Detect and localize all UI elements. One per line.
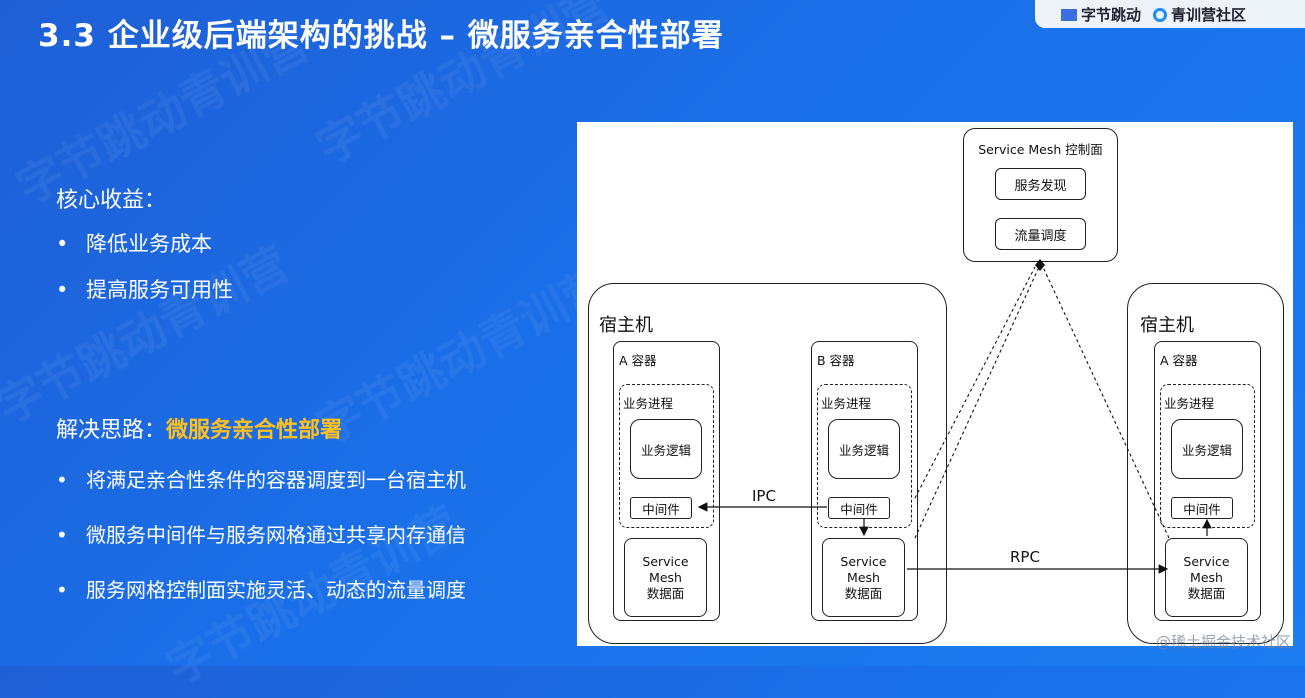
host-label: 宿主机	[1140, 315, 1194, 336]
benefit-item: • 提高服务可用性	[56, 274, 233, 304]
ipc-label: IPC	[752, 487, 776, 505]
middleware-box: 中间件	[1171, 497, 1233, 519]
footer-watermark: @稀土掘金技术社区	[1155, 633, 1291, 651]
container-label: A 容器	[1160, 353, 1198, 368]
service-discovery-box: 服务发现	[995, 168, 1086, 200]
bullet-dot: •	[56, 232, 69, 256]
bullet-dot: •	[56, 523, 68, 547]
container-label: A 容器	[619, 353, 657, 368]
watermark: 字节跳动青训营	[307, 256, 618, 456]
mesh-line: 数据面	[646, 585, 685, 601]
process-label: 业务进程	[821, 396, 872, 411]
page-title: 3.3 企业级后端架构的挑战 – 微服务亲合性部署	[38, 18, 724, 54]
bytedance-logo-text: 字节跳动	[1081, 5, 1142, 24]
camp-logo-text: 青训营社区	[1171, 5, 1247, 24]
business-logic-box: 业务逻辑	[630, 419, 702, 479]
middleware-box: 中间件	[828, 497, 890, 519]
solution-item: • 服务网格控制面实施灵活、动态的流量调度	[56, 574, 466, 603]
solution-heading-label: 解决思路：	[56, 418, 167, 443]
mesh-line: Service	[642, 553, 689, 569]
business-logic-box: 业务逻辑	[1171, 419, 1243, 479]
bytedance-logo: 字节跳动	[1061, 4, 1141, 25]
mesh-line: Mesh	[649, 569, 682, 585]
control-plane-box: Service Mesh 控制面 服务发现 流量调度	[963, 128, 1118, 262]
business-process-box: 业务进程 业务逻辑 中间件	[619, 384, 714, 528]
control-plane-title: Service Mesh 控制面	[978, 142, 1103, 157]
bullet-dot: •	[56, 468, 68, 492]
mesh-line: 数据面	[844, 585, 883, 601]
rpc-label: RPC	[1010, 548, 1040, 566]
solution-item: • 将满足亲合性条件的容器调度到一台宿主机	[56, 464, 466, 493]
solution-item-text: 服务网格控制面实施灵活、动态的流量调度	[86, 578, 466, 602]
middleware-box: 中间件	[630, 497, 692, 519]
business-process-box: 业务进程 业务逻辑 中间件	[817, 384, 912, 528]
benefit-item-text: 降低业务成本	[86, 232, 212, 256]
watermark: 字节跳动青训营	[0, 236, 298, 436]
benefit-item-text: 提高服务可用性	[86, 278, 233, 302]
camp-logo-icon	[1153, 8, 1168, 22]
camp-logo: 青训营社区	[1153, 4, 1246, 25]
mesh-line: Service	[1183, 553, 1230, 569]
mesh-line: 数据面	[1187, 585, 1226, 601]
architecture-diagram: Service Mesh 控制面 服务发现 流量调度 宿主机 宿主机 A 容器 …	[577, 122, 1293, 646]
bytedance-logo-icon	[1061, 9, 1077, 21]
solution-highlight: 微服务亲合性部署	[166, 418, 343, 443]
host-label: 宿主机	[599, 315, 653, 336]
bullet-dot: •	[56, 278, 69, 302]
process-label: 业务进程	[1164, 396, 1215, 411]
mesh-line: Service	[840, 553, 887, 569]
process-label: 业务进程	[623, 396, 674, 411]
brand-logos: 字节跳动 青训营社区	[1035, 0, 1305, 28]
benefit-item: • 降低业务成本	[56, 228, 212, 258]
business-logic-box: 业务逻辑	[828, 419, 900, 479]
traffic-scheduling-box: 流量调度	[995, 218, 1086, 250]
solution-item-text: 将满足亲合性条件的容器调度到一台宿主机	[86, 468, 466, 492]
solution-item: • 微服务中间件与服务网格通过共享内存通信	[56, 519, 466, 548]
solution-item-text: 微服务中间件与服务网格通过共享内存通信	[86, 523, 466, 547]
mesh-line: Mesh	[847, 569, 880, 585]
bullet-dot: •	[56, 578, 68, 602]
mesh-line: Mesh	[1190, 569, 1223, 585]
benefits-heading: 核心收益：	[56, 188, 167, 213]
business-process-box: 业务进程 业务逻辑 中间件	[1160, 384, 1255, 528]
container-label: B 容器	[817, 353, 855, 368]
solution-heading: 解决思路：微服务亲合性部署	[56, 412, 342, 444]
